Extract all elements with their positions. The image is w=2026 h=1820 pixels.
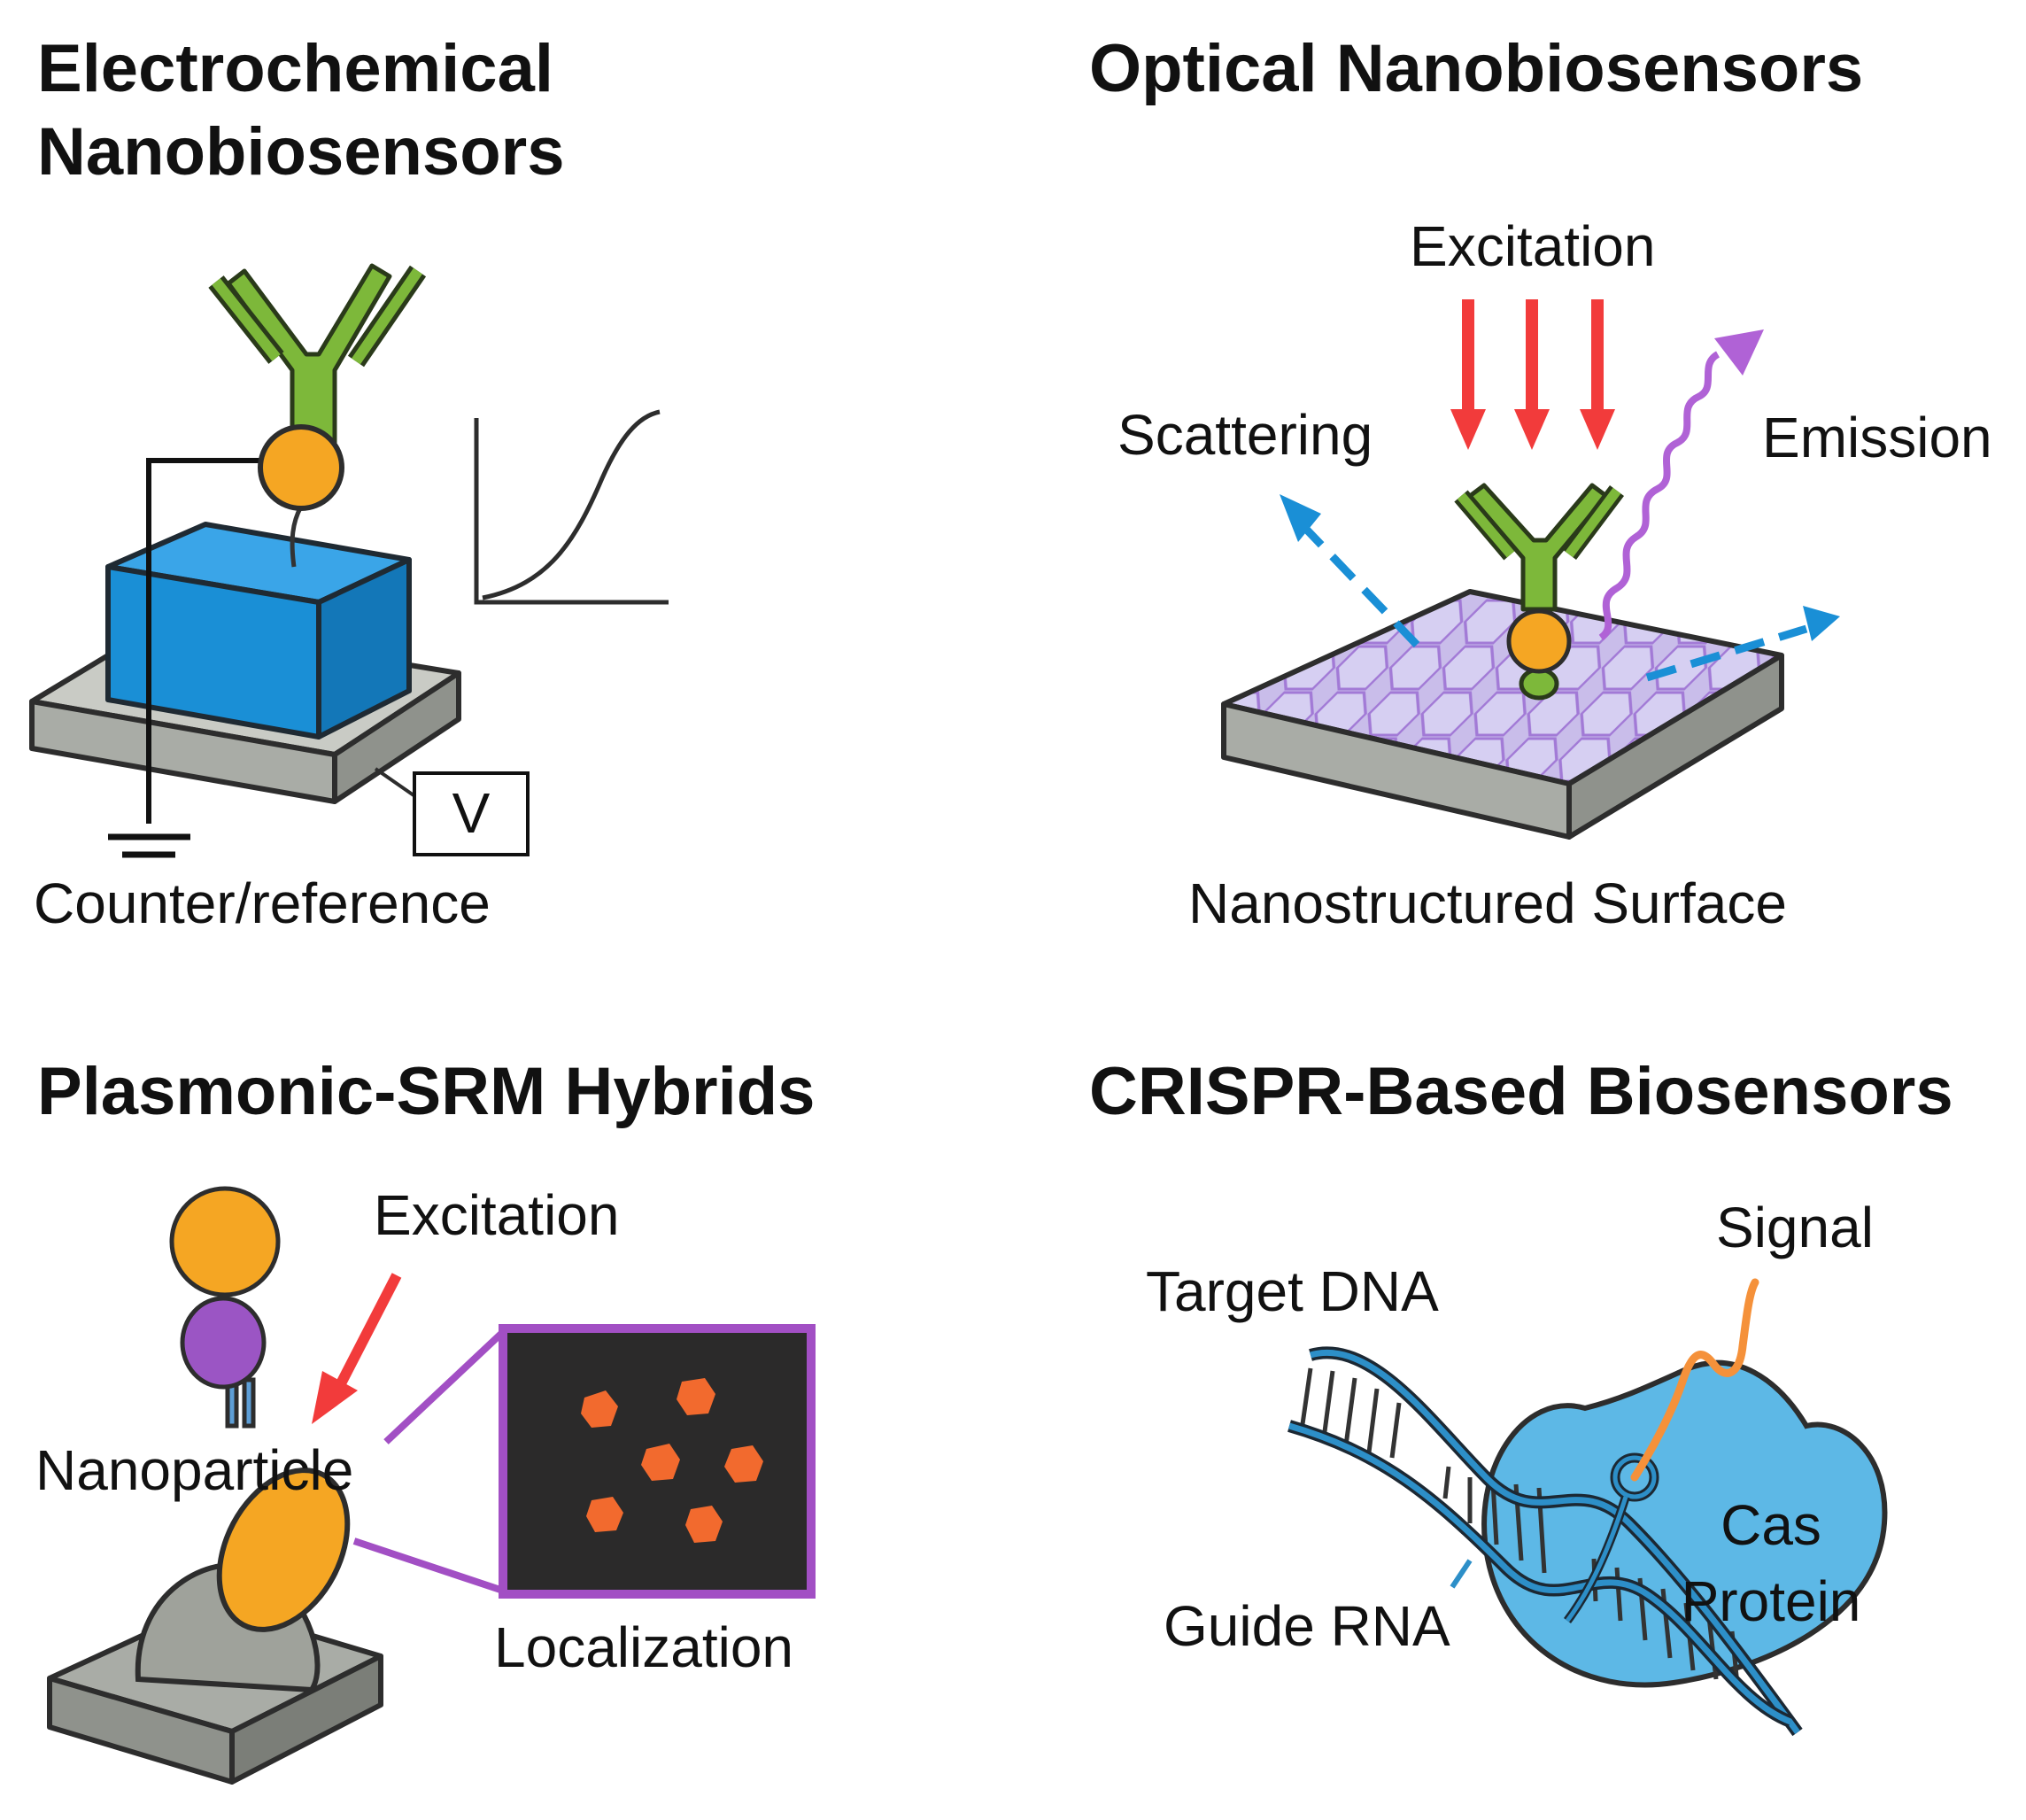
- guide-rna-loop: [1563, 1452, 1659, 1623]
- dna-helix: [1288, 1346, 1803, 1737]
- crispr-title: CRISPR-Based Biosensors: [1089, 1054, 1953, 1129]
- localization-spot: [641, 1444, 680, 1481]
- localization-spot: [677, 1378, 715, 1415]
- emission-arrowhead: [1714, 329, 1764, 376]
- counter-reference-label: Counter/reference: [34, 871, 491, 935]
- optical-title: Optical Nanobiosensors: [1089, 31, 1864, 106]
- scatter-arrowhead-left: [1280, 494, 1321, 542]
- plasmonic-panel: [47, 1186, 816, 1785]
- plasmonic-excitation-label: Excitation: [374, 1183, 620, 1247]
- localization-label: Localization: [494, 1615, 793, 1679]
- voltmeter-box: [413, 771, 530, 856]
- localization-spot: [724, 1445, 763, 1483]
- crispr-panel: [1288, 1278, 1888, 1737]
- emission-wave: [1598, 351, 1721, 641]
- working-electrode-block: [105, 522, 412, 740]
- optical-anchor: [1519, 667, 1559, 701]
- scattering-label: Scattering: [1117, 403, 1373, 467]
- zoom-lines: [352, 1329, 506, 1594]
- guide-rna-pointer: [1450, 1559, 1473, 1589]
- electrochemical-title-line1: Electrochemical: [37, 31, 553, 106]
- plasmonic-excitation-arrowhead: [312, 1371, 358, 1424]
- ground-icon: [108, 833, 190, 858]
- antibody-icon: [208, 263, 427, 450]
- localization-spots: [581, 1378, 763, 1543]
- electrochemical-panel: [29, 263, 669, 858]
- localization-spot: [685, 1506, 723, 1543]
- signal-wave: [1630, 1278, 1759, 1482]
- cas-protein-label-line1: Cas: [1721, 1493, 1821, 1557]
- voltmeter-lead: [374, 767, 418, 799]
- signal-label: Signal: [1716, 1196, 1874, 1259]
- scatter-arrowhead-right: [1803, 606, 1840, 641]
- optical-antibody-icon: [1454, 483, 1624, 612]
- optical-gold-particle: [1506, 608, 1572, 674]
- probe-molecule: [169, 1186, 281, 1429]
- plasmonic-excitation-arrow: [333, 1273, 402, 1391]
- scattering-arrows: [1296, 519, 1808, 682]
- response-curve-plot: [474, 409, 669, 605]
- target-dna-label: Target DNA: [1146, 1259, 1439, 1323]
- nanoparticle-label: Nanoparticle: [35, 1438, 354, 1502]
- voltage-label: V: [452, 781, 491, 845]
- cas-protein-label-line2: Protein: [1681, 1569, 1861, 1633]
- gold-nanoparticle: [258, 424, 344, 511]
- guide-rna-label: Guide RNA: [1164, 1594, 1450, 1658]
- electrochemical-title-line2: Nanobiosensors: [37, 114, 565, 190]
- emission-label: Emission: [1762, 406, 1992, 469]
- optical-panel: [1221, 299, 1840, 840]
- tether-line: [290, 505, 304, 568]
- plasmonic-title: Plasmonic-SRM Hybrids: [37, 1054, 816, 1129]
- excitation-arrows: [1450, 299, 1615, 450]
- nanostructured-substrate: [1221, 589, 1784, 840]
- localization-spot: [586, 1497, 623, 1532]
- electrode-wire: [146, 458, 266, 824]
- nanostructured-surface-label: Nanostructured Surface: [1188, 871, 1787, 935]
- localization-spot: [581, 1390, 618, 1428]
- optical-excitation-label: Excitation: [1410, 214, 1656, 278]
- plasmonic-nanoparticle: [216, 1468, 351, 1632]
